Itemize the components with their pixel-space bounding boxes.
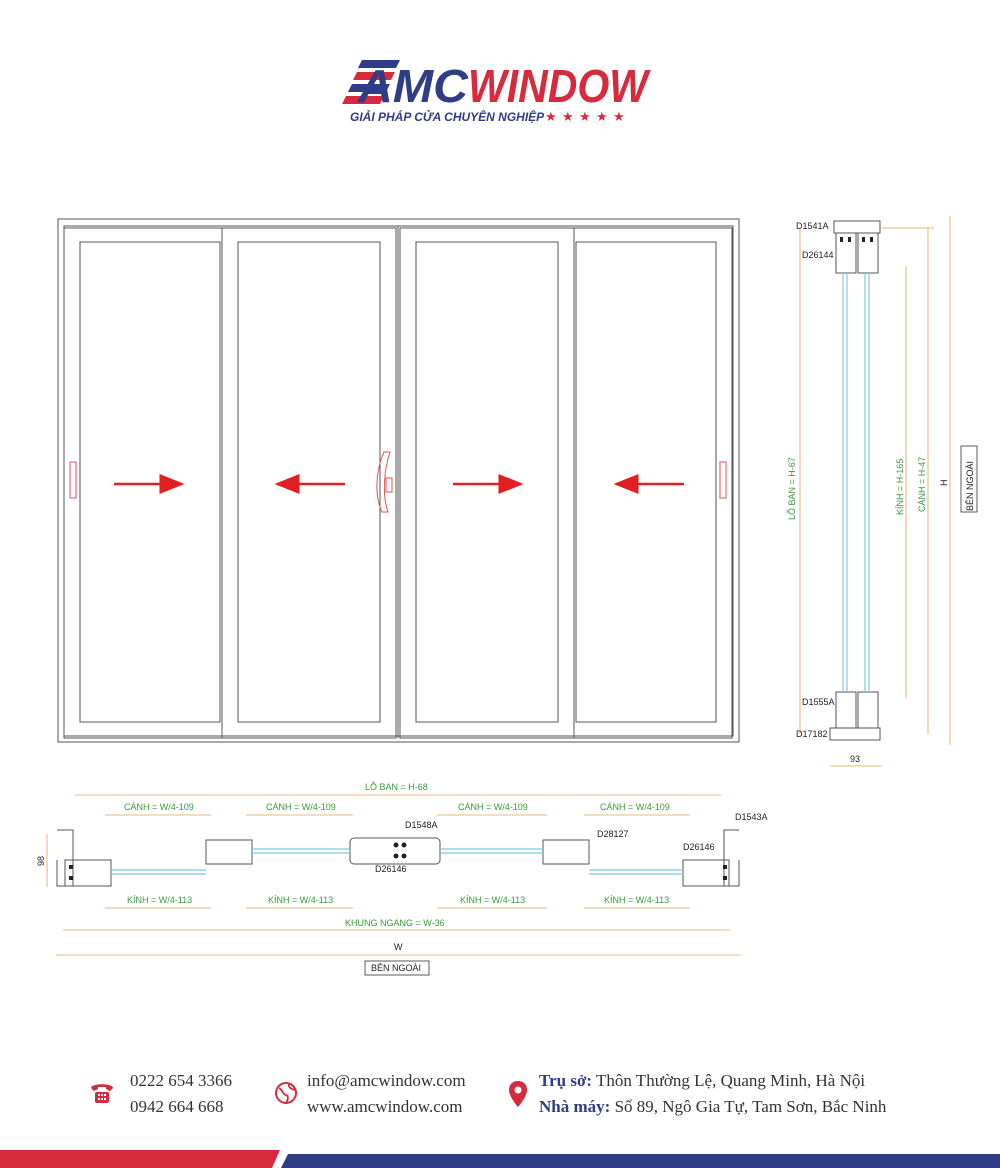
phone-icon xyxy=(91,1084,113,1103)
web-block: info@amcwindow.com www.amcwindow.com xyxy=(307,1068,466,1120)
website-link[interactable]: www.amcwindow.com xyxy=(307,1097,463,1116)
svg-text:★: ★ xyxy=(579,110,591,125)
logo-amc: AMC xyxy=(357,60,469,112)
profile-d26146-a: D26146 xyxy=(375,864,407,874)
dim-h: H xyxy=(939,480,949,487)
profile-d1541a: D1541A xyxy=(796,221,829,231)
plan-section: LỖ BAN = H-68 CÁNH = W/4-109 CÁNH = W/4-… xyxy=(36,781,768,976)
panel-4 xyxy=(573,227,733,739)
profile-d26146-b: D26146 xyxy=(683,842,715,852)
dim-lo-ban-h: LỖ BAN = H-67 xyxy=(786,457,797,520)
dim-lo-ban-w: LỖ BAN = H-68 xyxy=(365,781,428,792)
side-section: D1541A D26144 D1555A D17182 LỖ BAN = H-6… xyxy=(786,216,978,767)
dim-canh-h: CÁNH = H-47 xyxy=(917,457,927,512)
location-pin-icon xyxy=(509,1081,527,1107)
dim-canh-4: CÁNH = W/4-109 xyxy=(600,802,670,812)
dim-kinh-2: KÍNH = W/4-113 xyxy=(268,895,333,905)
profile-d26144: D26144 xyxy=(802,250,834,260)
dim-depth-93: 93 xyxy=(850,754,860,764)
door-elevation xyxy=(57,218,740,743)
panel-2 xyxy=(221,227,397,739)
phone-2[interactable]: 0942 664 668 xyxy=(130,1097,224,1116)
logo-stripes xyxy=(342,60,400,104)
dim-canh-3: CÁNH = W/4-109 xyxy=(458,802,528,812)
logo-stars: ★ ★ ★ ★ ★ xyxy=(545,110,625,125)
email-link[interactable]: info@amcwindow.com xyxy=(307,1071,466,1090)
dim-kinh-h: KÍNH = H-165 xyxy=(895,459,905,515)
footer-bar xyxy=(0,1150,1000,1168)
svg-text:★: ★ xyxy=(596,110,608,125)
dim-depth-98: 98 xyxy=(36,856,46,866)
profile-d17182: D17182 xyxy=(796,729,828,739)
phone-block: 0222 654 3366 0942 664 668 xyxy=(130,1068,232,1120)
profile-d1555a: D1555A xyxy=(802,697,835,707)
factory-address: Số 89, Ngô Gia Tự, Tam Sơn, Bắc Ninh xyxy=(614,1097,887,1116)
svg-text:★: ★ xyxy=(562,110,574,125)
svg-text:★: ★ xyxy=(545,110,557,125)
logo-tagline: GIẢI PHÁP CỬA CHUYÊN NGHIỆP xyxy=(350,109,545,124)
dim-kinh-1: KÍNH = W/4-113 xyxy=(127,895,192,905)
profile-d1543a: D1543A xyxy=(735,812,768,822)
phone-1[interactable]: 0222 654 3366 xyxy=(130,1071,232,1090)
dim-khung-ngang: KHUNG NGANG = W-36 xyxy=(345,918,445,928)
handles xyxy=(69,451,727,513)
hq-address: Thôn Thường Lệ, Quang Minh, Hà Nội xyxy=(595,1071,866,1090)
address-block: Trụ sở: Thôn Thường Lệ, Quang Minh, Hà N… xyxy=(539,1068,886,1120)
logo-window: WINDOW xyxy=(468,60,651,112)
brand-logo: AMC WINDOW GIẢI PHÁP CỬA CHUYÊN NGHIỆP ★… xyxy=(342,60,651,125)
hq-line: Trụ sở: Thôn Thường Lệ, Quang Minh, Hà N… xyxy=(539,1071,866,1090)
factory-line: Nhà máy: Số 89, Ngô Gia Tự, Tam Sơn, Bắc… xyxy=(539,1097,887,1116)
profile-d1548a: D1548A xyxy=(405,820,438,830)
profile-d28127: D28127 xyxy=(597,829,629,839)
dim-kinh-4: KÍNH = W/4-113 xyxy=(604,895,669,905)
outside-label-side: BÊN NGOÀI xyxy=(965,461,975,511)
outside-label-plan: BÊN NGOÀI xyxy=(371,963,421,973)
dim-kinh-3: KÍNH = W/4-113 xyxy=(460,895,525,905)
svg-text:★: ★ xyxy=(613,110,625,125)
dim-canh-1: CÁNH = W/4-109 xyxy=(124,802,194,812)
dim-canh-2: CÁNH = W/4-109 xyxy=(266,802,336,812)
globe-icon xyxy=(275,1082,297,1104)
dim-w: W xyxy=(394,942,403,952)
